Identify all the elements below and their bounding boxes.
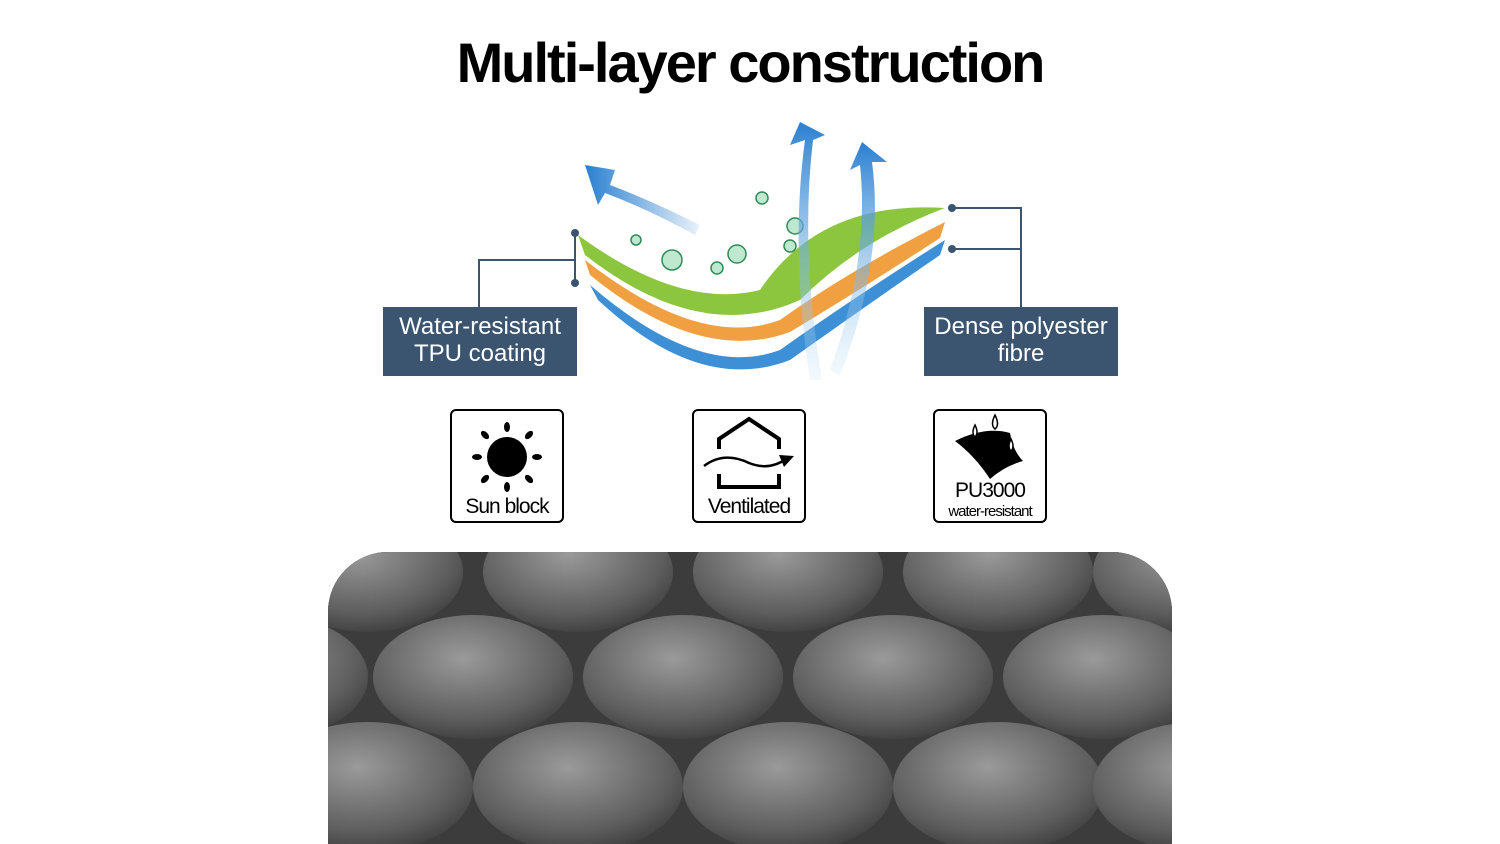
feature-sublabel: water-resistant [948,503,1032,520]
feature-label: PU3000 [955,479,1026,502]
feature-label: Ventilated [707,495,791,518]
inflated-cells-pattern [328,552,1172,844]
arrow-left [585,165,700,235]
water-drops [630,191,804,275]
label-line: Dense polyester [934,313,1108,340]
label-tpu-coating: Water-resistant TPU coating [383,307,577,376]
feature-ventilated: Ventilated [692,409,806,523]
label-line: Water-resistant [399,313,561,340]
mattress-texture-photo [328,552,1172,844]
green-layer [578,207,945,315]
label-polyester-fibre: Dense polyester fibre [924,307,1118,376]
feature-label: Sun block [465,495,549,518]
label-line: TPU coating [413,340,547,367]
label-line: fibre [997,340,1045,367]
feature-sun-block: Sun block [450,409,564,523]
layers-diagram [478,122,1022,380]
ventilated-house-icon [703,416,794,489]
leader-lines [478,207,1022,308]
sun-icon [472,422,542,492]
arrow-right [830,142,887,375]
page-title: Multi-layer construction [456,31,1046,94]
water-drops-fabric-icon [955,413,1023,479]
feature-pu3000: PU3000 water-resistant [933,409,1047,523]
arrow-mid [790,122,825,380]
